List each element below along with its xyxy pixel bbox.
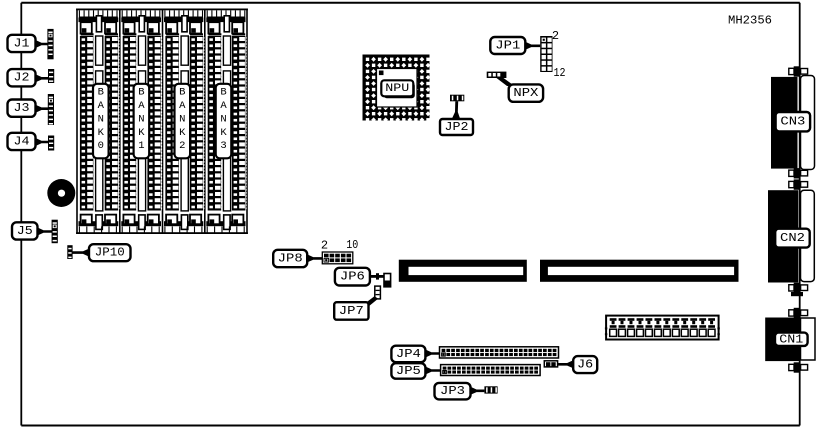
svg-text:N: N bbox=[220, 113, 226, 125]
svg-text:1: 1 bbox=[138, 140, 144, 152]
svg-text:NPX: NPX bbox=[513, 87, 538, 100]
svg-text:J2: J2 bbox=[14, 72, 30, 85]
svg-text:12: 12 bbox=[554, 66, 566, 80]
svg-text:B: B bbox=[179, 87, 185, 99]
svg-text:J4: J4 bbox=[14, 136, 30, 149]
svg-text:K: K bbox=[98, 127, 105, 139]
svg-text:J3: J3 bbox=[14, 102, 30, 115]
svg-text:A: A bbox=[138, 100, 145, 112]
svg-text:JP10: JP10 bbox=[95, 247, 125, 260]
svg-text:N: N bbox=[98, 113, 104, 125]
svg-text:CN3: CN3 bbox=[780, 116, 805, 129]
svg-text:J5: J5 bbox=[17, 225, 33, 238]
svg-text:B: B bbox=[138, 87, 144, 99]
svg-text:2: 2 bbox=[552, 29, 559, 43]
svg-text:J1: J1 bbox=[14, 37, 30, 50]
svg-text:CN1: CN1 bbox=[779, 333, 803, 346]
svg-text:JP7: JP7 bbox=[339, 305, 364, 318]
svg-text:J6: J6 bbox=[577, 359, 593, 372]
svg-text:K: K bbox=[179, 127, 186, 139]
svg-text:JP4: JP4 bbox=[396, 348, 421, 361]
svg-text:2: 2 bbox=[321, 239, 328, 253]
svg-text:NPU: NPU bbox=[385, 83, 409, 95]
svg-text:JP3: JP3 bbox=[440, 385, 465, 398]
svg-text:3: 3 bbox=[220, 140, 226, 152]
svg-text:N: N bbox=[179, 113, 185, 125]
svg-text:10: 10 bbox=[346, 238, 358, 252]
svg-text:B: B bbox=[220, 87, 226, 99]
svg-text:JP8: JP8 bbox=[278, 253, 303, 266]
svg-text:2: 2 bbox=[179, 140, 185, 152]
svg-text:MH2356: MH2356 bbox=[728, 14, 772, 28]
svg-text:CN2: CN2 bbox=[780, 232, 805, 245]
svg-text:K: K bbox=[138, 127, 145, 139]
svg-text:JP2: JP2 bbox=[445, 121, 469, 134]
svg-text:A: A bbox=[179, 100, 186, 112]
svg-text:JP6: JP6 bbox=[340, 271, 365, 284]
svg-text:K: K bbox=[220, 127, 227, 139]
svg-text:JP1: JP1 bbox=[495, 40, 520, 53]
svg-text:0: 0 bbox=[98, 140, 104, 152]
svg-text:A: A bbox=[220, 100, 227, 112]
svg-text:N: N bbox=[138, 113, 144, 125]
svg-text:JP5: JP5 bbox=[396, 365, 421, 378]
svg-text:A: A bbox=[98, 100, 105, 112]
svg-text:B: B bbox=[98, 87, 104, 99]
